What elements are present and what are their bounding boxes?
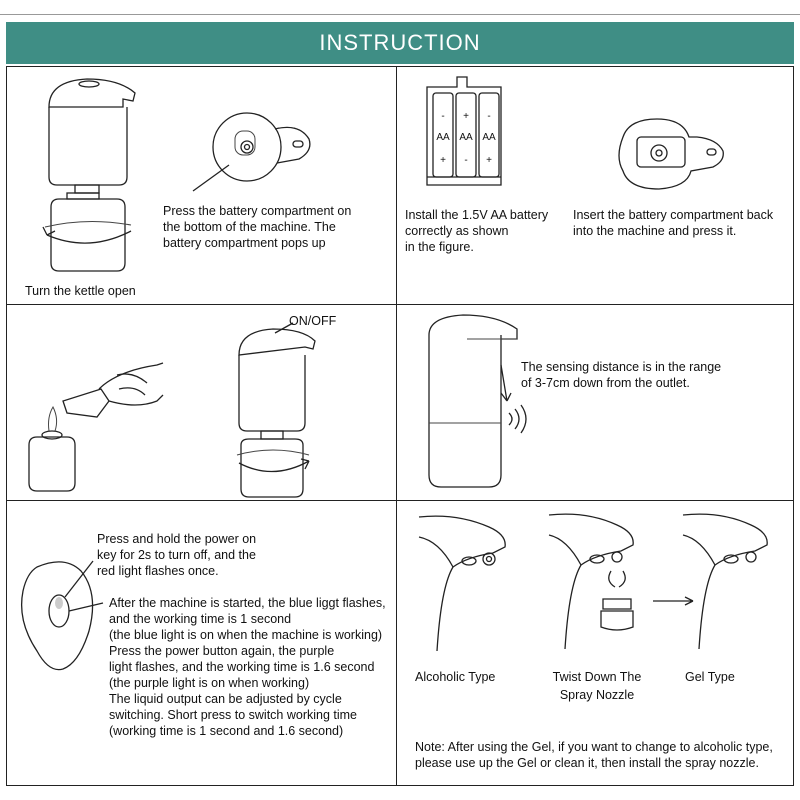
- battery-plus: +: [486, 155, 492, 166]
- panel-sensing: The sensing distance is in the range of …: [396, 304, 794, 502]
- battery-plus: +: [440, 155, 446, 166]
- battery-1-labels: - AA +: [434, 111, 452, 166]
- step4-text: Insert the battery compartment back into…: [573, 207, 773, 239]
- twist-line: Twist Down The: [552, 670, 642, 684]
- twist-line: Spray Nozzle: [559, 688, 635, 702]
- battery-minus: -: [464, 155, 468, 166]
- note-line: Note: After using the Gel, if you want t…: [415, 740, 773, 754]
- note-line: please use up the Gel or clean it, then …: [415, 756, 759, 770]
- power-detail-line: (the blue light is on when the machine i…: [109, 628, 383, 642]
- panel-nozzle: Alcoholic Type Twist Down The Spray Nozz…: [396, 500, 794, 786]
- step3-line: Install the 1.5V AA battery: [405, 208, 549, 222]
- battery-2-labels: + AA -: [457, 111, 475, 166]
- power-detail-line: and the working time is 1 second: [109, 612, 292, 626]
- top-rule: [0, 14, 800, 15]
- battery-minus: -: [487, 111, 491, 122]
- nozzle-illustration: [418, 513, 768, 652]
- panel-open-kettle: Press the battery compartment on the bot…: [6, 66, 398, 306]
- power-hold-text: Press and hold the power on key for 2s t…: [97, 531, 256, 579]
- power-detail-line: light flashes, and the working time is 1…: [109, 660, 375, 674]
- step4-line: Insert the battery compartment back: [573, 208, 774, 222]
- battery-plus: +: [463, 111, 469, 122]
- battery-minus: -: [441, 111, 445, 122]
- panel-power: Press and hold the power on key for 2s t…: [6, 500, 398, 786]
- power-detail-line: After the machine is started, the blue l…: [109, 596, 386, 610]
- alcoholic-type-label: Alcoholic Type: [415, 670, 496, 684]
- power-detail-line: (the purple light is on when working): [109, 676, 310, 690]
- dispenser-open-illustration: [42, 78, 311, 272]
- power-led: [55, 597, 63, 609]
- gel-type-label: Gel Type: [685, 670, 735, 684]
- power-key-illustration: [20, 560, 104, 671]
- power-detail-line: switching. Short press to switch working…: [109, 708, 358, 722]
- power-hold-line: key for 2s to turn off, and the: [97, 548, 256, 562]
- banner-title: INSTRUCTION: [319, 30, 481, 55]
- battery-aa-label: AA: [459, 132, 473, 143]
- step6-line: of 3-7cm down from the outlet.: [521, 376, 690, 390]
- step3-line: in the figure.: [405, 240, 474, 254]
- battery-aa-label: AA: [436, 132, 450, 143]
- step3-text: Install the 1.5V AA battery correctly as…: [405, 207, 548, 255]
- power-detail-line: (working time is 1 second and 1.6 second…: [109, 724, 344, 738]
- step3-line: correctly as shown: [405, 224, 509, 238]
- onoff-label: ON/OFF: [289, 314, 337, 328]
- twist-nozzle-label: Twist Down The Spray Nozzle: [547, 669, 647, 703]
- battery-3-labels: - AA +: [480, 111, 498, 166]
- step2-text: Press the battery compartment on the bot…: [163, 203, 351, 251]
- step1-caption: Turn the kettle open: [25, 284, 136, 298]
- step2-line: battery compartment pops up: [163, 236, 326, 250]
- panel-fill-liquid: ON/OFF: [6, 304, 398, 502]
- power-detail-line: The liquid output can be adjusted by cyc…: [109, 692, 342, 706]
- power-hold-line: Press and hold the power on: [97, 532, 257, 546]
- panel-battery: - AA + + AA - - AA + Install the 1.5V AA…: [396, 66, 794, 306]
- battery-aa-label: AA: [482, 132, 496, 143]
- step6-text: The sensing distance is in the range of …: [521, 359, 721, 391]
- sensing-illustration: [428, 314, 527, 488]
- power-details-text: After the machine is started, the blue l…: [109, 595, 386, 739]
- step2-line: the bottom of the machine. The: [163, 220, 336, 234]
- nozzle-note: Note: After using the Gel, if you want t…: [415, 739, 773, 771]
- power-detail-line: Press the power button again, the purple: [109, 644, 335, 658]
- instruction-banner: INSTRUCTION: [6, 22, 794, 64]
- step6-line: The sensing distance is in the range: [521, 360, 722, 374]
- fill-liquid-illustration: [28, 322, 316, 498]
- step2-line: Press the battery compartment on: [163, 204, 352, 218]
- step4-line: into the machine and press it.: [573, 224, 737, 238]
- battery-holder-illustration: [426, 76, 724, 190]
- power-hold-line: red light flashes once.: [97, 564, 219, 578]
